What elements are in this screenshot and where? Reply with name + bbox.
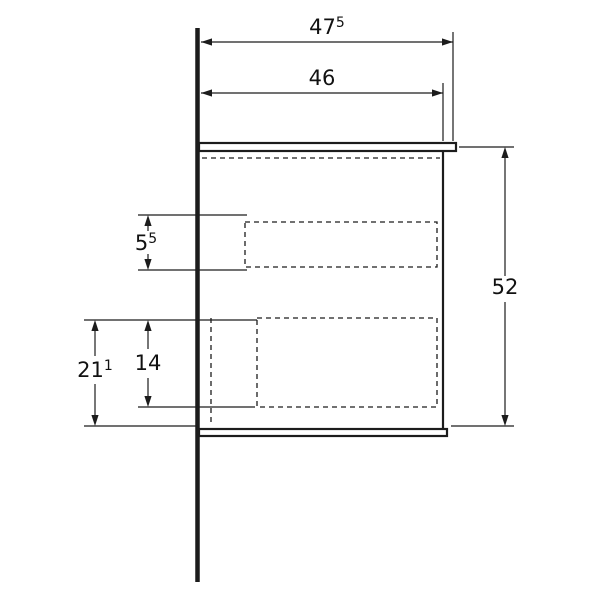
dimension-cabinet-width: 46 [201, 66, 443, 97]
dimension-label-cabinet-height: 52 [492, 275, 519, 299]
arrowhead-right [442, 38, 453, 46]
top-drawer-hidden-outline [244, 221, 438, 268]
arrowhead-up [144, 320, 152, 331]
bottom-drawer-hidden-outline [256, 317, 438, 408]
countertop [197, 141, 458, 153]
dimension-countertop-width: 475 [201, 15, 453, 46]
dimension-label-bottom-drawer-height: 14 [135, 351, 162, 375]
arrowhead-down [144, 259, 152, 270]
arrowhead-down [144, 396, 152, 407]
cabinet-bottom-panel [197, 427, 449, 438]
dimension-label-top-drawer-front-height: 55 [135, 231, 157, 255]
arrowhead-left [201, 38, 212, 46]
arrowhead-up [144, 215, 152, 226]
arrowhead-left [201, 89, 212, 97]
dimension-label-cabinet-width: 46 [309, 66, 336, 90]
arrowhead-up [91, 320, 99, 331]
dimension-top-drawer-front-height: 55 [135, 215, 157, 270]
arrowhead-right [432, 89, 443, 97]
dimension-bottom-drawer-height: 14 [135, 320, 162, 407]
dimension-label-countertop-width: 475 [309, 15, 345, 39]
arrowhead-down [91, 415, 99, 426]
arrowhead-down [501, 415, 509, 426]
dimension-lower-left-height: 211 [77, 320, 113, 426]
arrowhead-up [501, 147, 509, 158]
dimension-cabinet-height: 52 [492, 147, 519, 426]
dimension-label-lower-left-height: 211 [77, 358, 113, 382]
